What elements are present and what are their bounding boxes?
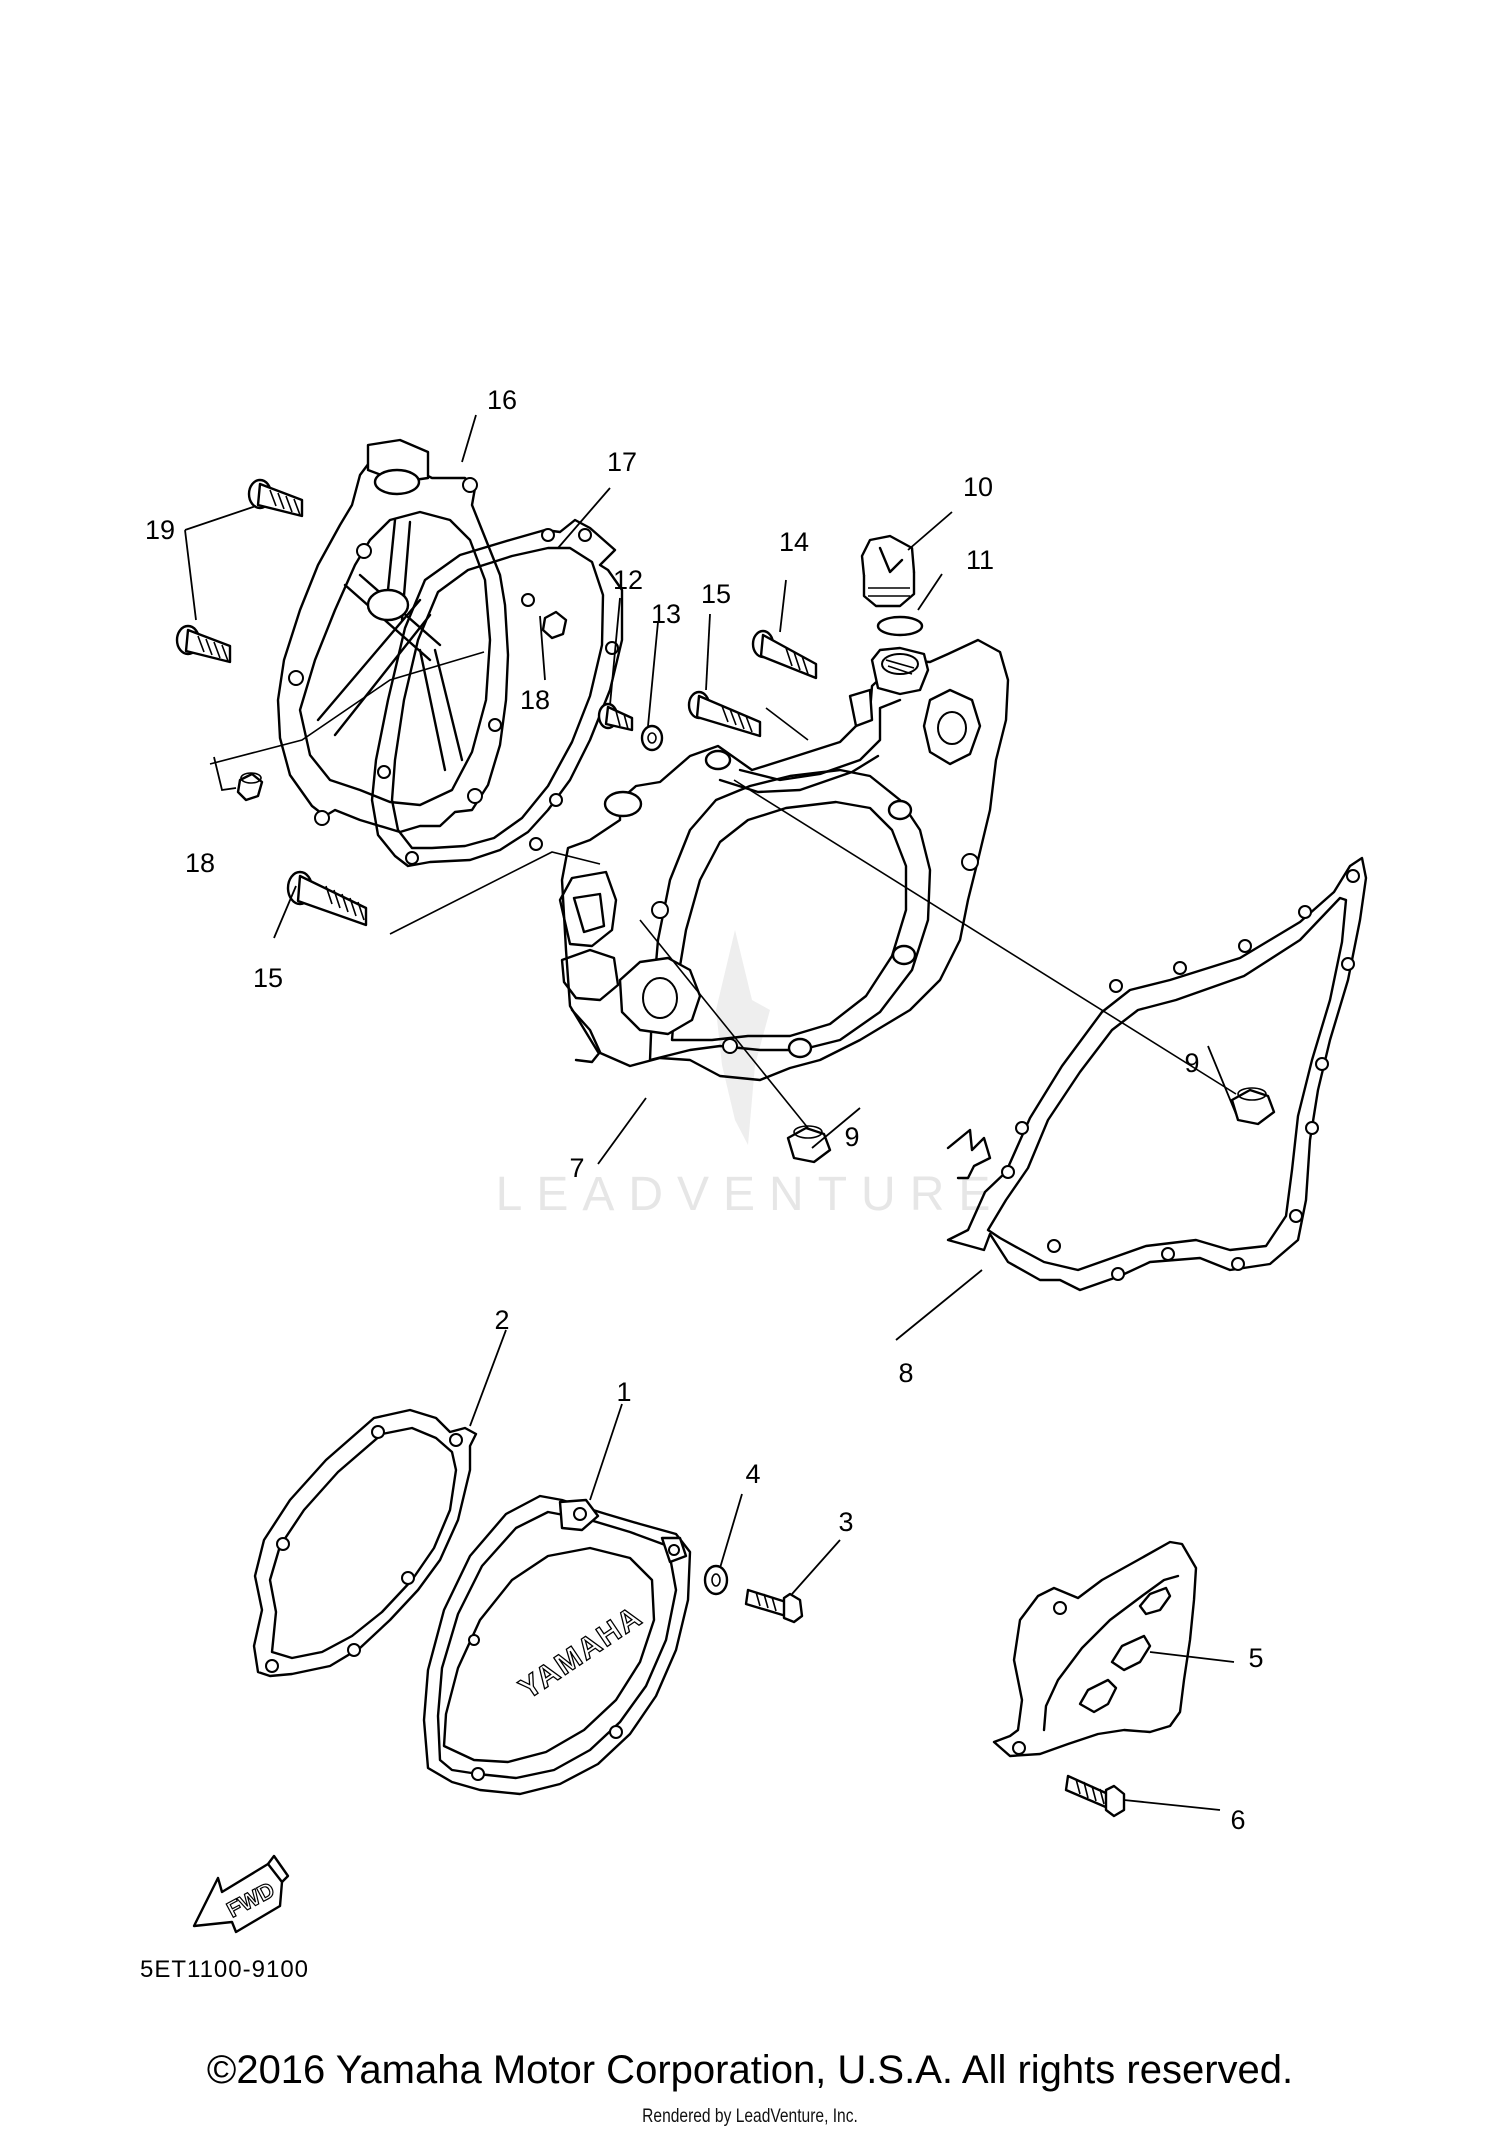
part-9-dowel-pin-right[interactable] bbox=[1230, 1087, 1276, 1126]
part-18-dowel-pin[interactable] bbox=[236, 772, 264, 802]
callout-7: 7 bbox=[569, 1153, 584, 1183]
part-4-washer[interactable] bbox=[703, 1564, 729, 1596]
part-8-crankcase-gasket[interactable] bbox=[946, 856, 1368, 1292]
part-17-gasket[interactable] bbox=[370, 518, 624, 868]
callout-16: 16 bbox=[487, 385, 517, 415]
part-7-crankcase-cover[interactable] bbox=[558, 638, 1010, 1082]
part-1-cover[interactable]: YAMAHA bbox=[422, 1494, 692, 1796]
part-14-bolt[interactable] bbox=[751, 629, 818, 680]
callout-18: 18 bbox=[520, 685, 550, 715]
callout-11: 11 bbox=[966, 545, 994, 575]
part-13-washer[interactable] bbox=[640, 724, 664, 752]
callout-9: 9 bbox=[844, 1122, 859, 1152]
callout-12: 12 bbox=[613, 565, 643, 595]
part-3-bolt[interactable] bbox=[744, 1588, 804, 1624]
part-11-o-ring[interactable] bbox=[876, 615, 924, 637]
rendered-by-notice: Rendered by LeadVenture, Inc. bbox=[642, 2106, 858, 2127]
callout-5: 5 bbox=[1248, 1643, 1263, 1673]
diagram-code: 5ET1100-9100 bbox=[140, 1956, 310, 1983]
callout-15: 15 bbox=[253, 963, 283, 993]
copyright-notice: ©2016 Yamaha Motor Corporation, U.S.A. A… bbox=[206, 2048, 1294, 2092]
callout-19: 19 bbox=[145, 515, 175, 545]
callout-15: 15 bbox=[701, 579, 731, 609]
part-2-gasket[interactable] bbox=[252, 1408, 478, 1678]
callout-17: 17 bbox=[607, 447, 637, 477]
callout-1: 1 bbox=[616, 1377, 631, 1407]
callout-9: 9 bbox=[1184, 1048, 1199, 1078]
callout-10: 10 bbox=[963, 472, 993, 502]
yamaha-logo: YAMAHA bbox=[513, 1600, 648, 1706]
fwd-arrow-icon: FWD bbox=[192, 1854, 290, 1934]
part-19-bolts[interactable] bbox=[175, 478, 304, 664]
callout-4: 4 bbox=[745, 1459, 760, 1489]
part-15-bolt-lower[interactable] bbox=[286, 870, 368, 927]
callout-13: 13 bbox=[651, 599, 681, 629]
callout-18: 18 bbox=[185, 848, 215, 878]
part-12-bolt[interactable] bbox=[597, 702, 634, 732]
callout-6: 6 bbox=[1230, 1805, 1245, 1835]
part-6-bolt[interactable] bbox=[1064, 1774, 1126, 1818]
leadventure-watermark: LEADVENTURE bbox=[496, 930, 1005, 1221]
callout-14: 14 bbox=[779, 527, 809, 557]
part-10-oil-plug[interactable] bbox=[860, 534, 916, 608]
callout-8: 8 bbox=[898, 1358, 913, 1388]
part-16-clutch-cover[interactable] bbox=[276, 438, 510, 834]
part-9-dowel-pin-left[interactable] bbox=[786, 1125, 832, 1164]
watermark-text: LEADVENTURE bbox=[496, 1168, 1005, 1221]
part-15-bolt-upper[interactable] bbox=[687, 690, 762, 738]
part-5-chain-guard[interactable] bbox=[992, 1540, 1198, 1758]
callout-3: 3 bbox=[838, 1507, 853, 1537]
callout-labels: 16 17 19 12 13 15 14 10 11 18 18 15 7 9 … bbox=[145, 385, 1264, 1835]
leader-lines bbox=[184, 414, 1237, 1811]
callout-2: 2 bbox=[494, 1305, 509, 1335]
